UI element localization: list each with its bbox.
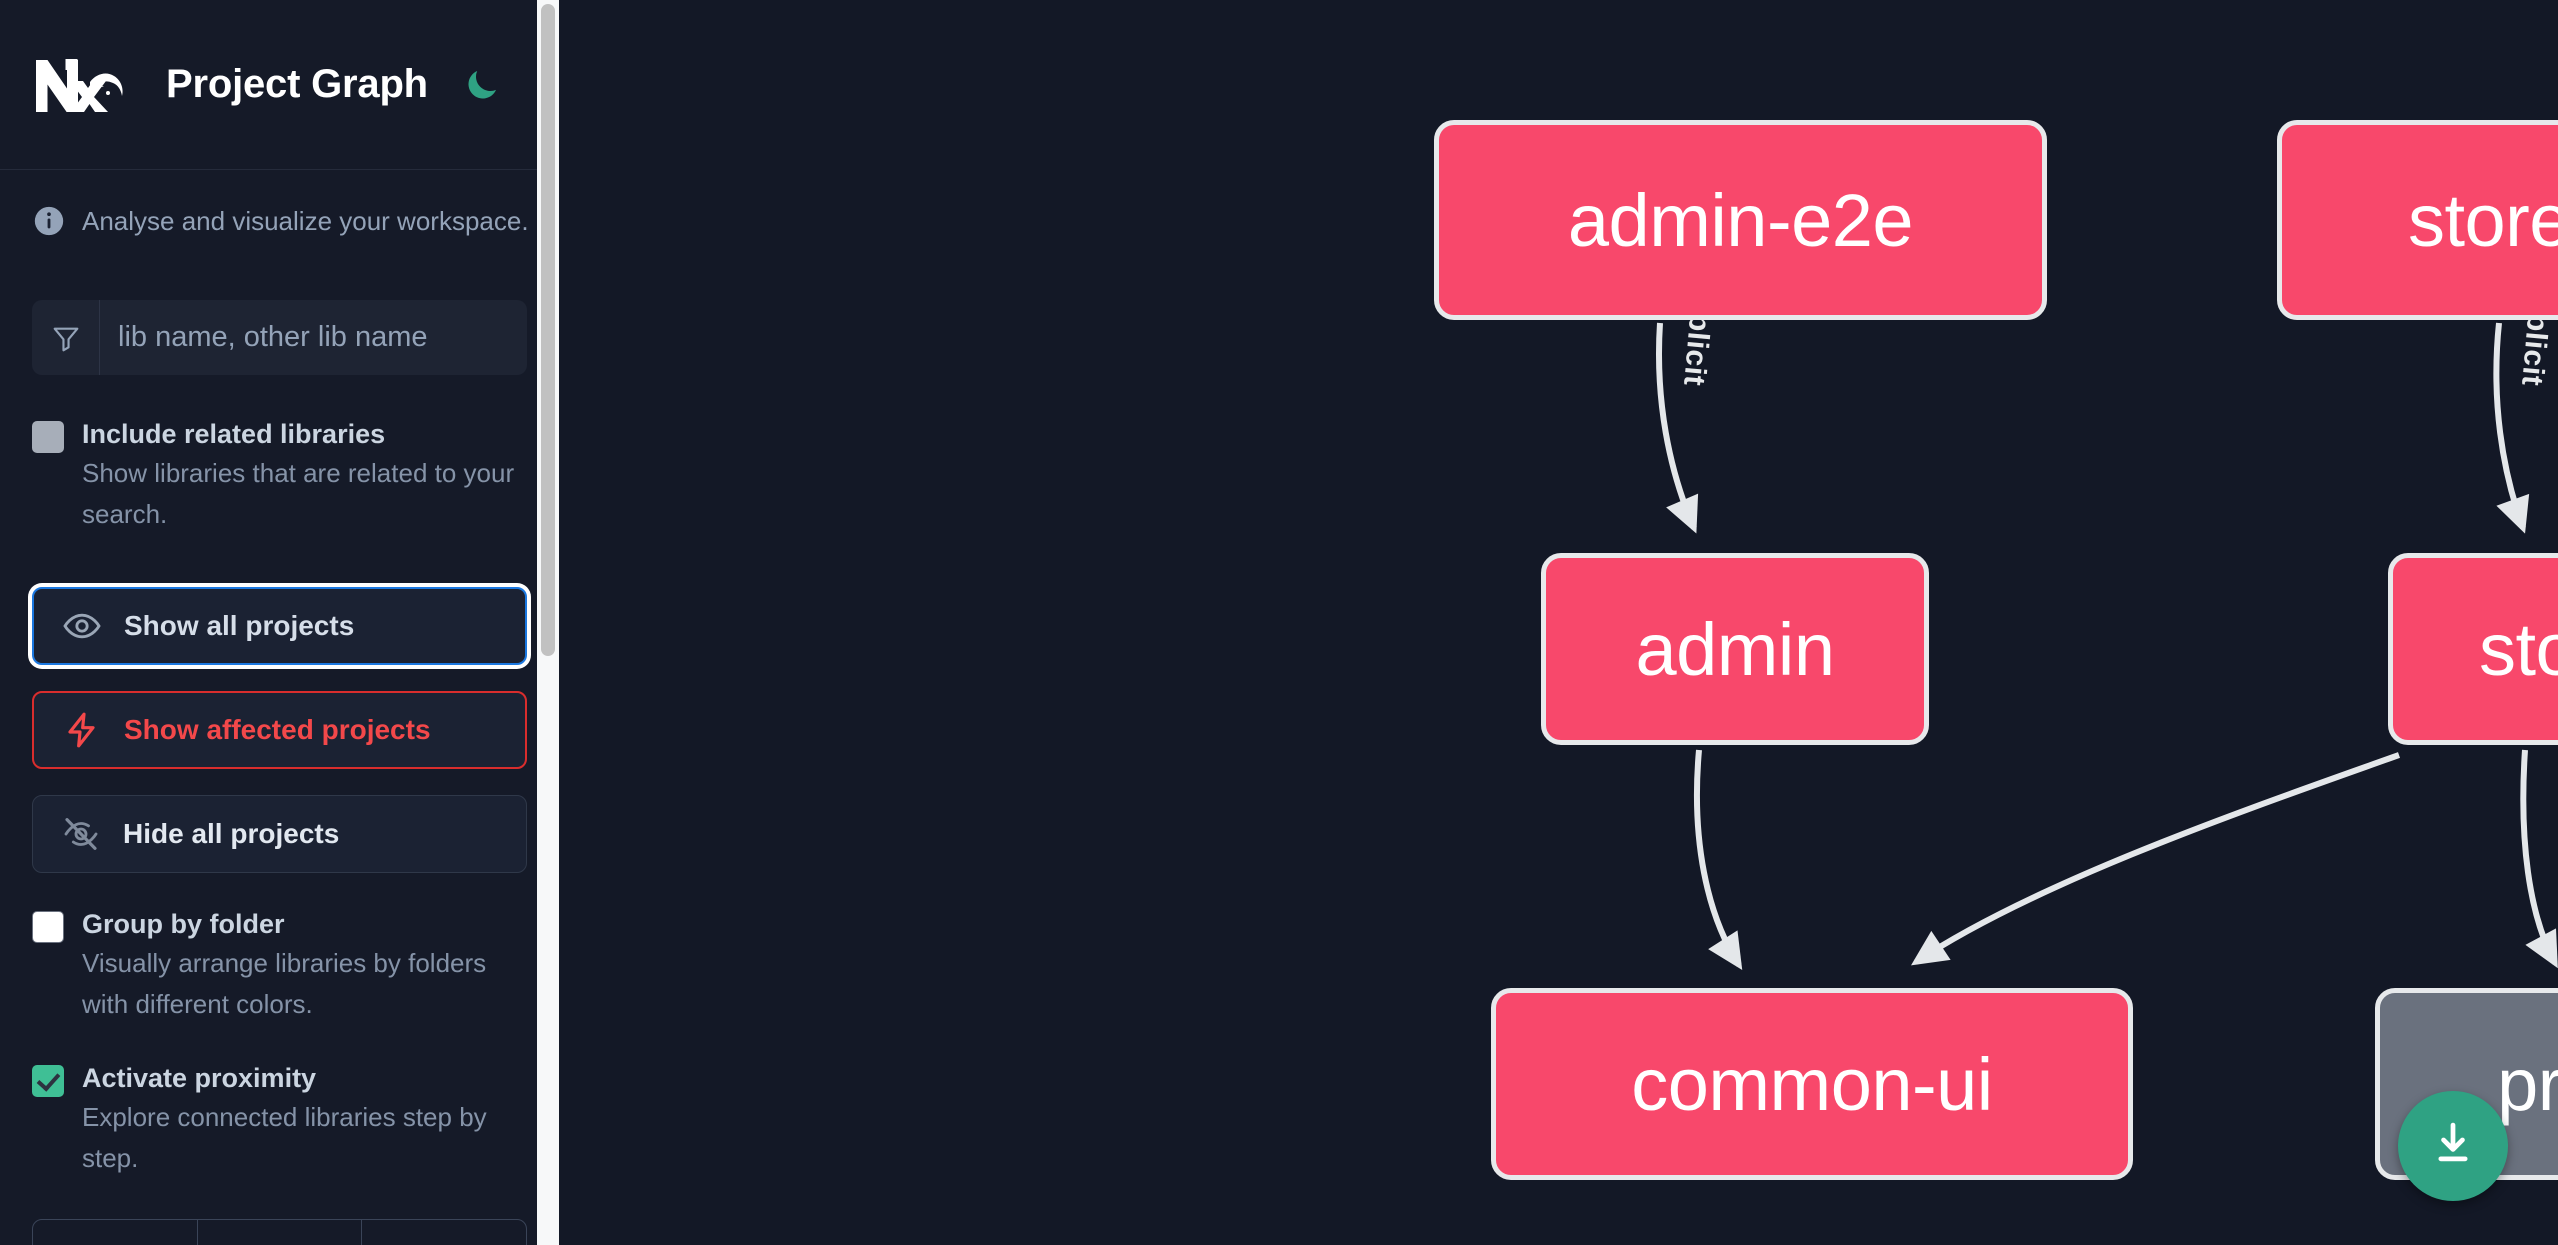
segment-1[interactable] <box>33 1220 198 1245</box>
edge-admin-common-ui <box>1693 749 1743 971</box>
tagline: Analyse and visualize your workspace. <box>32 204 529 238</box>
download-icon <box>2426 1117 2480 1176</box>
group-by-folder-label: Group by folder <box>82 909 285 939</box>
graph-node-store[interactable]: store <box>2388 553 2558 745</box>
sidebar-scrollbar[interactable] <box>537 0 559 1245</box>
graph-canvas[interactable]: implicit implicit admin-e2e store-e2e ad… <box>559 0 2558 1245</box>
graph-node-store-e2e-label: store-e2e <box>2407 178 2558 262</box>
tagline-text: Analyse and visualize your workspace. <box>82 205 529 236</box>
nx-logo-icon <box>32 54 128 116</box>
group-by-folder-description: Visually arrange libraries by folders wi… <box>82 948 487 1019</box>
hide-all-projects-label: Hide all projects <box>123 818 340 849</box>
activate-proximity-checkbox[interactable] <box>32 1065 64 1097</box>
graph-node-admin-label: admin <box>1635 607 1835 691</box>
graph-node-common-ui-label: common-ui <box>1631 1042 1993 1126</box>
include-related-libraries-description: Show libraries that are related to your … <box>82 458 515 529</box>
graph-node-store-label: store <box>2478 607 2558 691</box>
graph-node-admin[interactable]: admin <box>1541 553 1929 745</box>
edge-store-products <box>2520 749 2558 969</box>
sidebar-scrollbar-thumb[interactable] <box>541 4 555 656</box>
show-affected-projects-label: Show affected projects <box>124 714 431 745</box>
download-graph-button[interactable] <box>2398 1091 2508 1201</box>
show-all-projects-label: Show all projects <box>124 610 355 641</box>
checkbox-row-activate-proximity[interactable]: Activate proximity Explore connected lib… <box>32 1059 527 1179</box>
activate-proximity-description: Explore connected libraries step by step… <box>82 1102 487 1173</box>
eye-icon <box>62 606 102 646</box>
activate-proximity-label: Activate proximity <box>82 1063 317 1093</box>
page-title: Project Graph <box>166 62 428 106</box>
segment-3[interactable] <box>362 1220 526 1245</box>
filter-funnel-icon <box>32 300 100 375</box>
proximity-step-segmented-control[interactable] <box>32 1219 527 1245</box>
lightning-bolt-icon <box>62 710 102 750</box>
action-buttons: Show all projects Show affected projects <box>32 587 527 873</box>
show-affected-projects-button[interactable]: Show affected projects <box>32 691 527 769</box>
graph-node-admin-e2e-label: admin-e2e <box>1567 178 1914 262</box>
graph-node-store-e2e[interactable]: store-e2e <box>2277 120 2558 320</box>
sidebar-header: Project Graph <box>0 0 559 170</box>
include-related-libraries-checkbox[interactable] <box>32 421 64 453</box>
checkbox-row-include-related-libraries[interactable]: Include related libraries Show libraries… <box>32 415 527 535</box>
hide-all-projects-button[interactable]: Hide all projects <box>32 795 527 873</box>
checkbox-row-group-by-folder[interactable]: Group by folder Visually arrange librari… <box>32 905 527 1025</box>
info-icon <box>32 204 66 238</box>
search-input[interactable] <box>100 300 527 375</box>
search-field[interactable] <box>32 300 527 375</box>
sidebar: Project Graph Analyse and visualize your… <box>0 0 559 1245</box>
sidebar-body: Analyse and visualize your workspace. In… <box>0 204 559 1179</box>
segment-2[interactable] <box>198 1220 363 1245</box>
graph-node-admin-e2e[interactable]: admin-e2e <box>1434 120 2047 320</box>
moon-icon[interactable] <box>460 63 504 107</box>
graph-node-products-label: products <box>2497 1042 2558 1126</box>
graph-node-common-ui[interactable]: common-ui <box>1491 988 2133 1180</box>
group-by-folder-checkbox[interactable] <box>32 911 64 943</box>
edge-store-common-ui <box>1911 752 2401 966</box>
show-all-projects-button[interactable]: Show all projects <box>32 587 527 665</box>
eye-off-icon <box>61 814 101 854</box>
include-related-libraries-label: Include related libraries <box>82 419 386 449</box>
